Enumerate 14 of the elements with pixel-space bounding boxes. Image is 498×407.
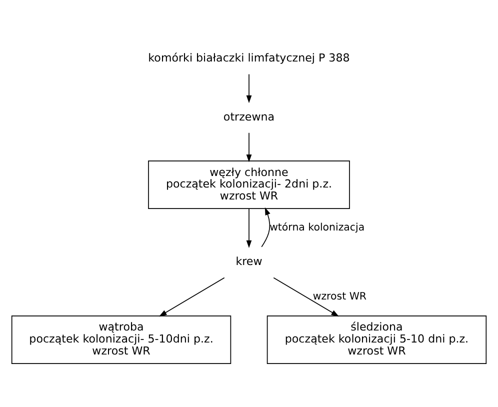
arrow bbox=[246, 74, 252, 104]
node-text: krew bbox=[236, 255, 262, 268]
node-box: wątroba początek kolonizacji- 5-10dni p.z. wzrost WR bbox=[11, 315, 232, 364]
node-text: komórki białaczki limfatycznej P 388 bbox=[148, 52, 350, 65]
edge-label: wtórna kolonizacja bbox=[270, 222, 365, 234]
arrow bbox=[261, 207, 270, 248]
edge-label: wzrost WR bbox=[312, 291, 367, 302]
arrow bbox=[159, 277, 225, 316]
arrow bbox=[246, 208, 252, 248]
arrow bbox=[246, 132, 252, 162]
node-text: otrzewna bbox=[223, 110, 275, 124]
arrow bbox=[273, 277, 339, 316]
node-box: węzły chłonne początek kolonizacji- 2dni p.z. wzrost WR bbox=[148, 160, 350, 210]
node-box: śledziona początek kolonizacji 5-10 dni p.z. wzrost WR bbox=[266, 315, 487, 364]
